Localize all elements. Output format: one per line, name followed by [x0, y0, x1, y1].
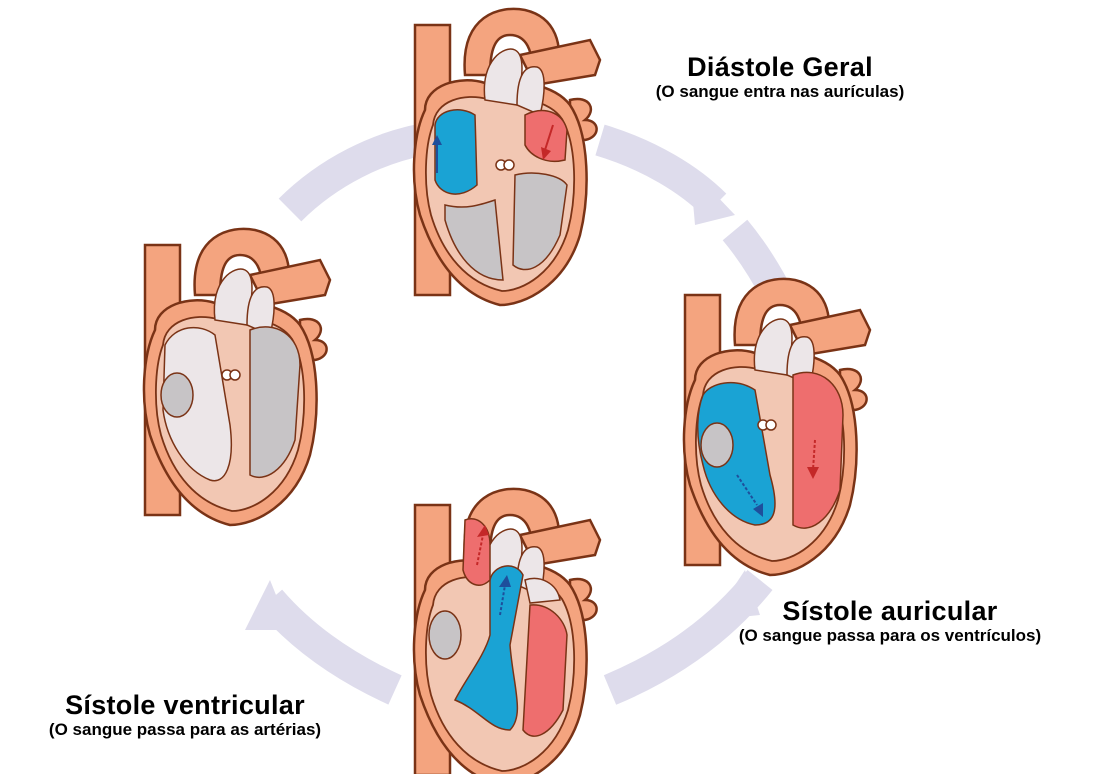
label-diastole-geral: Diástole Geral (O sangue entra nas auríc… [595, 52, 965, 102]
stage-title: Diástole Geral [595, 52, 965, 82]
heart-sistole-auricular [684, 279, 870, 575]
heart-rest [144, 229, 330, 525]
cycle-arc-top-left [290, 140, 420, 210]
stage-subtitle: (O sangue entra nas aurículas) [595, 82, 965, 102]
stage-title: Sístole ventricular [0, 690, 370, 720]
heart-diastole-geral [414, 9, 600, 305]
stage-title: Sístole auricular [690, 596, 1090, 626]
stage-subtitle: (O sangue passa para as artérias) [0, 720, 370, 740]
cycle-arc-bottom-left [270, 600, 395, 690]
arrow-head-top-right [690, 168, 735, 225]
heart-sistole-ventricular [414, 489, 600, 774]
label-sistole-ventricular: Sístole ventricular (O sangue passa para… [0, 690, 370, 740]
stage-subtitle: (O sangue passa para os ventrículos) [690, 626, 1090, 646]
label-sistole-auricular: Sístole auricular (O sangue passa para o… [690, 596, 1090, 646]
